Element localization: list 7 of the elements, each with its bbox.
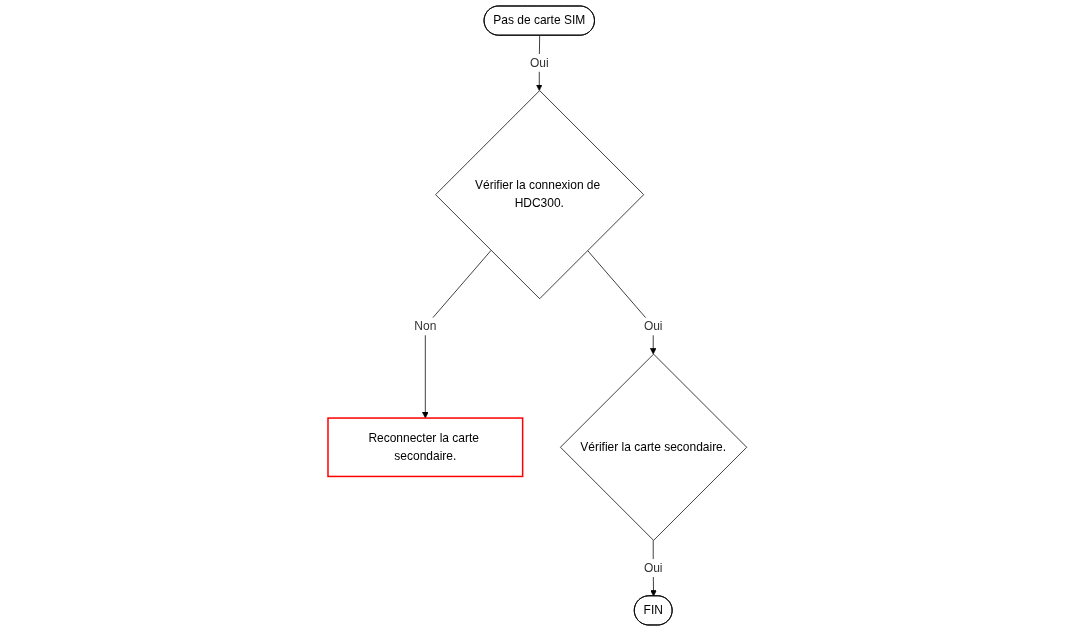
node-diamond: Vérifier la carte secondaire.: [560, 353, 748, 541]
edge-label: Oui: [530, 56, 549, 69]
edge-label: Oui: [644, 319, 663, 333]
node-box: Reconnecter la carte secondaire.: [327, 417, 524, 478]
edge-label: Non: [414, 319, 437, 333]
node-diamond: Vérifier la connexion de HDC300.: [435, 90, 645, 300]
edge-label: Oui: [644, 561, 663, 575]
